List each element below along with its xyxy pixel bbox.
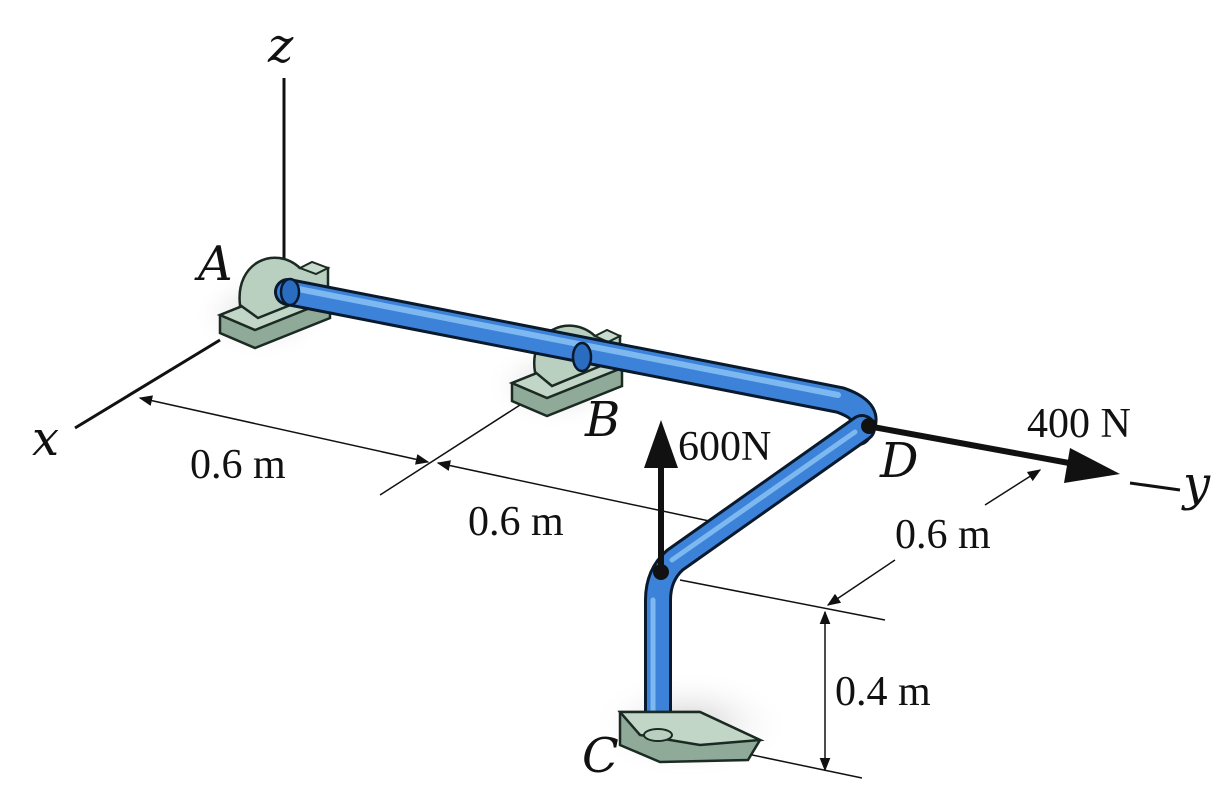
- point-a-label: A: [194, 236, 233, 292]
- joint-bend-dot: [653, 564, 669, 580]
- point-b-label: B: [584, 392, 620, 448]
- dim-bd-label: 0.6 m: [468, 499, 564, 545]
- z-axis-label: z: [267, 18, 294, 74]
- pipe-end-a: [279, 277, 301, 307]
- dim-dc-line-upper: [984, 469, 1042, 506]
- x-axis-label: x: [32, 411, 59, 467]
- dim-dc-line-lower: [826, 559, 896, 606]
- point-c-label: C: [582, 728, 619, 784]
- dim-bd-line: [436, 460, 729, 526]
- force-600n-label: 600N: [678, 424, 771, 470]
- y-axis-line: [1129, 481, 1181, 492]
- ext-line-c-top: [679, 579, 886, 621]
- dim-c-vertical-label: 0.4 m: [835, 669, 931, 715]
- dim-ab-line: [138, 395, 430, 465]
- point-d-label: D: [879, 433, 918, 489]
- dim-ab-label: 0.6 m: [190, 442, 286, 488]
- y-axis-label: y: [1181, 456, 1211, 512]
- dim-dc-horizontal-label: 0.6 m: [895, 512, 991, 558]
- fixed-support-c: [617, 710, 765, 764]
- ext-line-b: [379, 404, 521, 496]
- force-600n-arrow: [644, 420, 678, 566]
- force-400n-arrow: [872, 424, 1120, 483]
- x-axis-line: [74, 338, 221, 430]
- pipe-ring-b: [571, 341, 593, 373]
- force-400n-label: 400 N: [1027, 401, 1131, 447]
